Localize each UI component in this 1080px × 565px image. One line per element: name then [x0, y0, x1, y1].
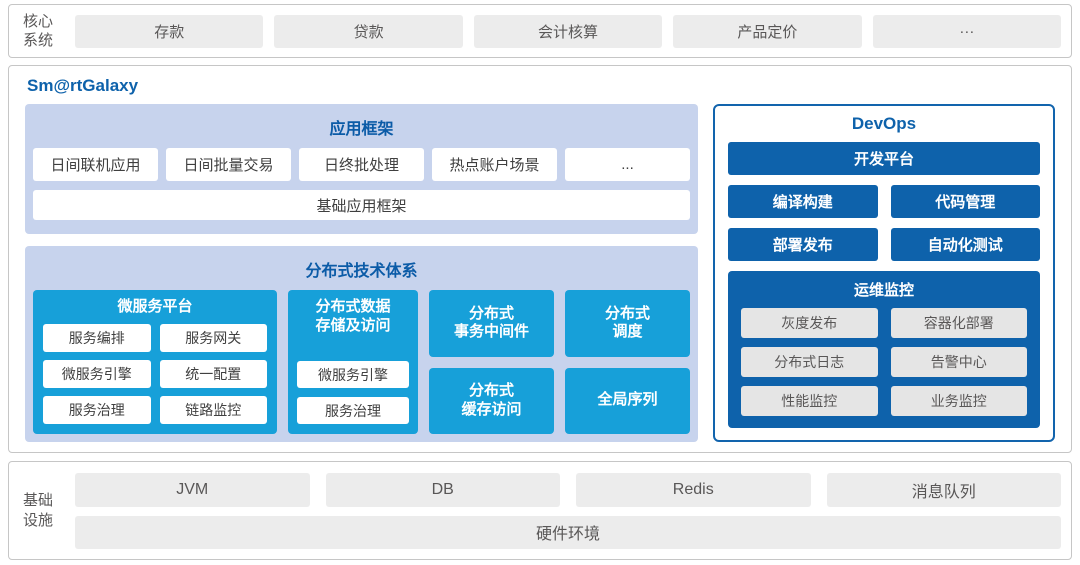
app-more: ... — [565, 148, 690, 181]
devops-code-mgmt: 代码管理 — [890, 185, 1040, 218]
core-systems-items: 存款 贷款 会计核算 产品定价 ··· — [75, 14, 1062, 48]
ms-service-gateway: 服务网关 — [159, 323, 267, 352]
infra-hardware-env: 硬件环境 — [75, 515, 1061, 549]
infrastructure-row: JVM DB Redis 消息队列 — [75, 472, 1061, 507]
ops-business-monitor: 业务监控 — [890, 386, 1027, 416]
distributed-tech-grid: 微服务平台 服务编排 服务网关 微服务引擎 统一配置 服务治理 链路监控 — [33, 290, 690, 434]
ops-monitor-title: 运维监控 — [853, 282, 914, 299]
ms-service-governance: 服务治理 — [43, 395, 151, 424]
core-system-loan: 贷款 — [274, 14, 463, 48]
distributed-transaction-mw-box: 分布式 事务中间件 — [429, 290, 554, 357]
storage-microservice-engine: 微服务引擎 — [297, 361, 409, 388]
ops-gray-release: 灰度发布 — [741, 308, 878, 338]
infrastructure-label-line1: 基础 — [23, 492, 54, 509]
distributed-storage-title: 分布式数据 存储及访问 — [297, 298, 409, 336]
microservice-platform-title: 微服务平台 — [117, 298, 193, 315]
ms-unified-config: 统一配置 — [159, 359, 267, 388]
ops-performance-monitor: 性能监控 — [741, 386, 878, 416]
scheduler-line1: 分布式 — [604, 304, 650, 322]
app-daytime-online: 日间联机应用 — [33, 148, 158, 181]
core-systems-label-line1: 核心 — [23, 12, 54, 30]
ms-service-orchestration: 服务编排 — [43, 323, 151, 352]
infrastructure-label-line2: 设施 — [23, 511, 54, 529]
cache-line2: 缓存访问 — [461, 400, 522, 418]
distributed-tech-panel: 分布式技术体系 微服务平台 服务编排 服务网关 微服务引擎 统一配置 服务治理 … — [25, 246, 698, 442]
app-base-framework: 基础应用框架 — [33, 190, 690, 220]
distributed-cache-title: 分布式 缓存访问 — [461, 382, 521, 420]
cache-line1: 分布式 — [468, 382, 514, 399]
transaction-mw-line2: 事务中间件 — [453, 323, 529, 341]
core-system-deposit: 存款 — [75, 14, 264, 48]
infra-message-queue: 消息队列 — [826, 472, 1061, 507]
infrastructure-label: 基础 设施 — [19, 491, 67, 530]
ms-trace-monitor: 链路监控 — [159, 395, 267, 424]
core-system-accounting: 会计核算 — [473, 14, 663, 48]
distributed-cache-box: 分布式 缓存访问 — [429, 367, 554, 434]
devops-panel: DevOps 开发平台 编译构建 代码管理 部署发布 自动化测试 运维监控 灰度… — [713, 104, 1055, 442]
distributed-transaction-mw-title: 分布式 事务中间件 — [454, 305, 529, 343]
scheduler-line2: 调度 — [612, 323, 643, 341]
distributed-storage-title-line2: 存储及访问 — [315, 316, 391, 334]
infra-jvm: JVM — [75, 472, 310, 507]
ops-alert-center: 告警中心 — [890, 347, 1027, 377]
devops-dev-platform: 开发平台 — [728, 142, 1040, 175]
devops-build: 编译构建 — [728, 185, 878, 218]
storage-service-governance: 服务治理 — [297, 397, 409, 424]
app-hot-account: 热点账户场景 — [432, 148, 557, 181]
distributed-tech-title: 分布式技术体系 — [305, 263, 418, 280]
ops-monitor-grid: 灰度发布 容器化部署 分布式日志 告警中心 性能监控 业务监控 — [741, 308, 1027, 416]
app-framework-title: 应用框架 — [329, 121, 394, 138]
infra-redis: Redis — [576, 472, 811, 507]
distributed-scheduler-box: 分布式 调度 — [565, 290, 690, 357]
core-systems-label-line2: 系统 — [23, 32, 54, 49]
smartgalaxy-container: Sm@rtGalaxy 应用框架 日间联机应用 日间批量交易 日终批处理 热点账… — [8, 65, 1072, 453]
ms-microservice-engine: 微服务引擎 — [43, 359, 151, 388]
ops-container-deploy: 容器化部署 — [890, 308, 1027, 338]
global-sequence-box: 全局序列 — [565, 367, 690, 434]
distributed-col-3: 分布式 事务中间件 分布式 缓存访问 — [429, 290, 554, 434]
app-framework-row: 日间联机应用 日间批量交易 日终批处理 热点账户场景 ... — [33, 148, 690, 181]
infra-db: DB — [325, 472, 560, 507]
ops-distributed-log: 分布式日志 — [741, 347, 878, 377]
devops-deploy: 部署发布 — [728, 228, 878, 261]
core-systems-band: 核心 系统 存款 贷款 会计核算 产品定价 ··· — [8, 4, 1072, 58]
devops-tools-grid: 编译构建 代码管理 部署发布 自动化测试 — [728, 185, 1040, 261]
ops-monitor-box: 运维监控 灰度发布 容器化部署 分布式日志 告警中心 性能监控 业务监控 — [728, 271, 1040, 428]
transaction-mw-line1: 分布式 — [468, 304, 514, 322]
core-system-more: ··· — [872, 14, 1062, 48]
core-systems-label: 核心 系统 — [19, 12, 67, 51]
smartgalaxy-body: 应用框架 日间联机应用 日间批量交易 日终批处理 热点账户场景 ... 基础应用… — [25, 104, 1055, 442]
smartgalaxy-title: Sm@rtGalaxy — [27, 76, 139, 95]
microservice-platform-box: 微服务平台 服务编排 服务网关 微服务引擎 统一配置 服务治理 链路监控 — [33, 290, 277, 434]
distributed-storage-box: 分布式数据 存储及访问 微服务引擎 服务治理 — [288, 290, 418, 434]
app-framework-panel: 应用框架 日间联机应用 日间批量交易 日终批处理 热点账户场景 ... 基础应用… — [25, 104, 698, 234]
app-daytime-batch: 日间批量交易 — [166, 148, 291, 181]
distributed-scheduler-title: 分布式 调度 — [605, 305, 650, 343]
distributed-col-4: 分布式 调度 全局序列 — [565, 290, 690, 434]
devops-title: DevOps — [851, 114, 917, 133]
infrastructure-band: 基础 设施 JVM DB Redis 消息队列 硬件环境 — [8, 461, 1072, 560]
core-system-pricing: 产品定价 — [673, 14, 862, 48]
distributed-storage-title-line1: 分布式数据 — [315, 298, 391, 315]
devops-auto-test: 自动化测试 — [890, 228, 1040, 261]
distributed-storage-subs: 微服务引擎 服务治理 — [297, 344, 409, 424]
infrastructure-rows: JVM DB Redis 消息队列 硬件环境 — [75, 472, 1061, 549]
global-sequence-title: 全局序列 — [597, 391, 658, 409]
smartgalaxy-left-column: 应用框架 日间联机应用 日间批量交易 日终批处理 热点账户场景 ... 基础应用… — [25, 104, 698, 442]
microservice-platform-grid: 服务编排 服务网关 微服务引擎 统一配置 服务治理 链路监控 — [43, 323, 267, 424]
app-eod-batch: 日终批处理 — [299, 148, 424, 181]
